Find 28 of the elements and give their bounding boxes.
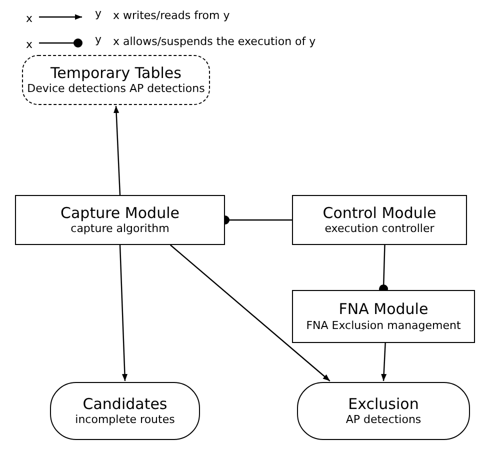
terminal-box	[297, 382, 470, 440]
node-subtitle: execution controller	[324, 222, 434, 236]
legend-text: x allows/suspends the execution of y	[113, 35, 316, 48]
variable-label: y	[95, 7, 102, 20]
legend-text: x writes/reads from y	[113, 9, 230, 22]
module-box	[15, 195, 225, 245]
module-box	[292, 290, 475, 343]
arrow	[381, 342, 387, 382]
module-box	[292, 195, 467, 245]
variable-label: x	[26, 38, 33, 51]
node-title: Capture Module	[60, 204, 180, 222]
node-subtitle: FNA Exclusion management	[306, 318, 461, 332]
variable-label: y	[95, 33, 102, 46]
node-subtitle: capture algorithm	[70, 222, 170, 236]
terminal-box	[50, 382, 200, 440]
storage-box	[22, 55, 210, 105]
node-subtitle: incomplete routes	[75, 413, 175, 426]
node-title: Temporary Tables	[50, 64, 182, 82]
arrow	[119, 244, 128, 382]
arrow	[114, 106, 121, 196]
node-subtitle: Device detections AP detections	[27, 82, 205, 96]
variable-label: x	[26, 12, 33, 25]
node-title: FNA Module	[338, 301, 428, 319]
node-title: Exclusion	[348, 396, 419, 414]
node-title: Candidates	[82, 396, 168, 414]
arrow	[170, 244, 330, 382]
node-subtitle: AP detections	[346, 413, 422, 426]
node-title: Control Module	[322, 204, 436, 222]
